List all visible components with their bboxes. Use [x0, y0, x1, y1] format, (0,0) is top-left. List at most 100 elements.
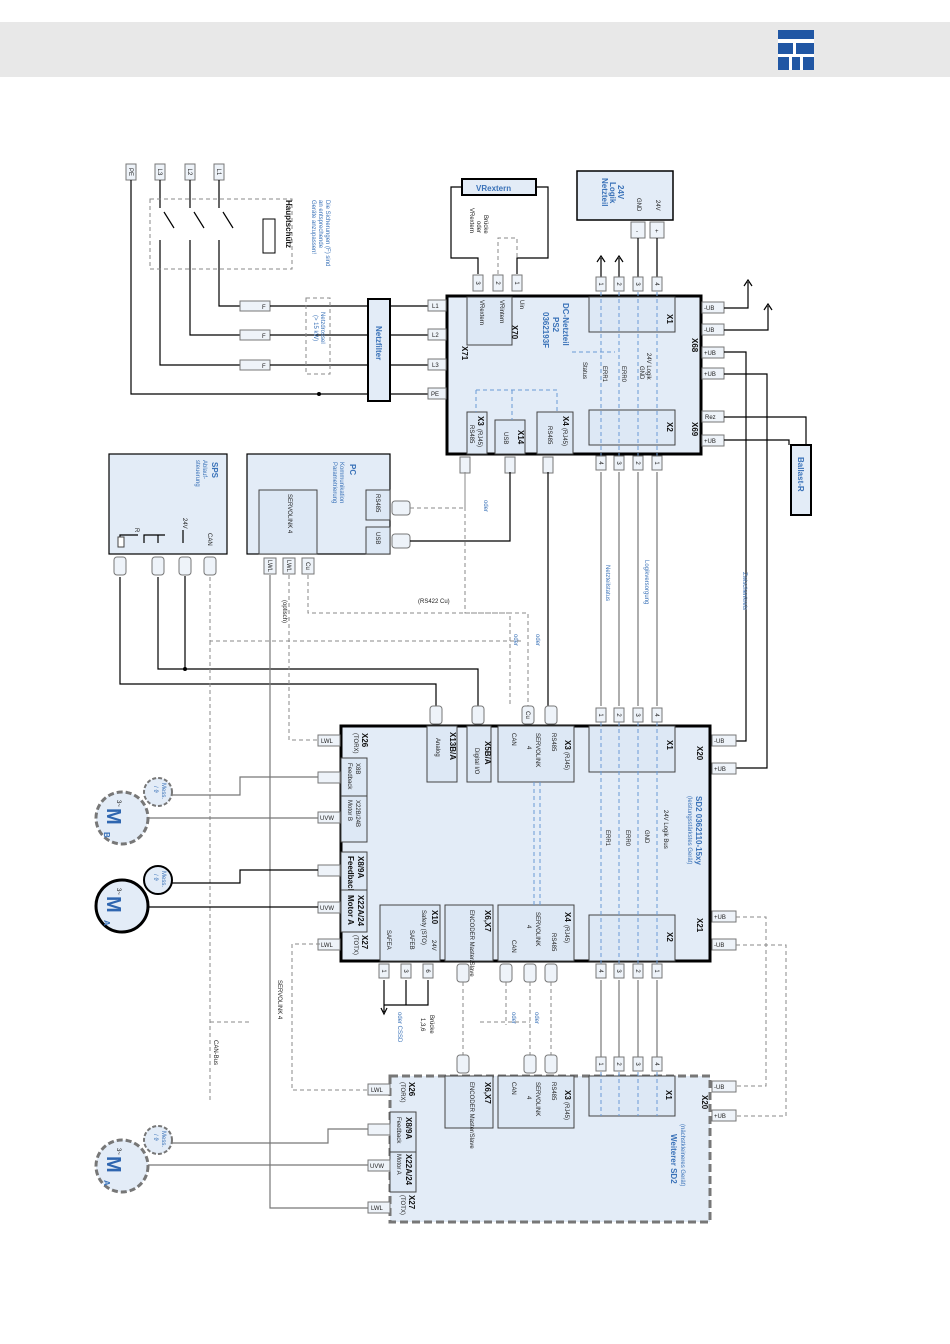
svg-text:LWL: LWL: [321, 739, 334, 745]
line-choke: [305, 297, 331, 375]
svg-text:(RJ45): (RJ45): [476, 429, 482, 447]
svg-text:3: 3: [634, 282, 640, 286]
svg-text:Zwischenkreis: Zwischenkreis: [741, 572, 747, 610]
svg-text:24V: 24V: [654, 200, 660, 211]
plc-title: SPS: [210, 462, 219, 479]
svg-text:VRintern: VRintern: [498, 300, 504, 323]
svg-text:6: 6: [424, 969, 430, 973]
svg-text:1,3,6: 1,3,6: [419, 1018, 425, 1032]
svg-text:L2: L2: [432, 333, 439, 339]
svg-text:CAN-Bus: CAN-Bus: [212, 1040, 218, 1065]
sd2b-title: Weiterer SD2: [669, 1134, 678, 1184]
svg-text:CAN: CAN: [206, 533, 212, 546]
sd2-second-block: Weiterer SD2 (nächstkleineres Gerät) X20…: [367, 1054, 737, 1224]
svg-text:2: 2: [634, 969, 640, 973]
svg-text:LWL: LWL: [371, 1088, 384, 1094]
svg-text:X8B: X8B: [354, 763, 360, 774]
svg-text:2: 2: [494, 281, 500, 285]
svg-text:SERVOLINK: SERVOLINK: [534, 733, 540, 767]
svg-text:UVW: UVW: [320, 816, 334, 822]
svg-text:CAN: CAN: [510, 1082, 516, 1095]
motor-a2-symbol: M: [102, 1156, 124, 1173]
svg-text:GND: GND: [638, 366, 644, 380]
motor-b-symbol: M: [102, 808, 124, 825]
svg-text:F: F: [262, 334, 266, 340]
svg-text:ERR1: ERR1: [601, 366, 607, 383]
svg-text:+UB: +UB: [714, 1114, 726, 1120]
line-filter-label: Netzfilter: [374, 326, 383, 360]
sd2-title: SD2 0362110-15xy: [694, 796, 703, 866]
svg-text:F: F: [262, 364, 266, 370]
pc-title: PC: [348, 464, 357, 475]
contactor-label: Hauptschütz: [284, 200, 293, 248]
svg-text:F: F: [262, 305, 266, 311]
svg-text:UVW: UVW: [370, 1164, 384, 1170]
manufacturer-logo-icon: [778, 30, 814, 70]
svg-text:Mess.: Mess.: [160, 871, 166, 887]
svg-text:(> 15 kW): (> 15 kW): [312, 315, 318, 341]
svg-text:24V Logik Bus: 24V Logik Bus: [662, 810, 668, 849]
svg-text:oder: oder: [475, 221, 481, 233]
svg-text:X1: X1: [665, 314, 674, 324]
svg-text:3~: 3~: [115, 800, 121, 807]
svg-text:Cu: Cu: [304, 562, 310, 570]
svg-text:SAFEA: SAFEA: [385, 930, 391, 950]
svg-text:Uin: Uin: [518, 300, 524, 309]
mains-section: PE L3 L2 L1 Hauptschütz Die Sicherungen …: [125, 163, 430, 402]
svg-text:X3: X3: [563, 1090, 572, 1100]
svg-text:X6,X7: X6,X7: [483, 1082, 492, 1104]
svg-text:-: -: [636, 229, 638, 235]
svg-text:ENCODER Master/Slave: ENCODER Master/Slave: [468, 1082, 474, 1149]
ballast-label: Ballast-R: [796, 457, 805, 492]
svg-text:Geräte anzupassen!: Geräte anzupassen!: [310, 200, 316, 254]
motor-a-second: 3~ M A Mess. / ϑ: [94, 1125, 368, 1194]
svg-text:Brücke: Brücke: [428, 1015, 434, 1034]
svg-text:RS485: RS485: [550, 933, 556, 952]
svg-text:Motor A: Motor A: [346, 895, 355, 925]
svg-text:Brücke: Brücke: [482, 215, 488, 234]
svg-text:/ ϑ: / ϑ: [152, 1134, 158, 1141]
svg-text:GND: GND: [635, 198, 641, 212]
sd2-chain-lines: oder oder: [210, 916, 787, 1117]
svg-text:/ ϑ: / ϑ: [152, 874, 158, 881]
svg-text:ENCODER Master/Slave: ENCODER Master/Slave: [468, 910, 474, 977]
svg-text:X8/9A: X8/9A: [404, 1117, 413, 1139]
svg-text:SERVOLINK 4: SERVOLINK 4: [276, 980, 282, 1020]
svg-text:X26: X26: [360, 733, 369, 748]
svg-text:X69: X69: [690, 422, 699, 437]
svg-text:X70: X70: [510, 325, 519, 340]
motor-b: 3~ M B Mess. / ϑ: [94, 776, 318, 846]
svg-text:X20: X20: [700, 1095, 709, 1110]
svg-text:(RJ45): (RJ45): [563, 752, 569, 770]
svg-text:Motor A: Motor A: [395, 1154, 401, 1175]
svg-text:3: 3: [402, 969, 408, 973]
svg-text:24V: 24V: [616, 185, 625, 200]
svg-text:oder: oder: [534, 634, 540, 646]
svg-text:3: 3: [615, 969, 621, 973]
svg-text:Rez: Rez: [705, 415, 716, 421]
svg-text:X4: X4: [561, 416, 570, 426]
interconnect-lines: (RS422 Cu) oder oder (optisch) Netzteils…: [209, 472, 658, 1209]
svg-text:(RJ45): (RJ45): [563, 925, 569, 943]
svg-text:X1: X1: [665, 740, 674, 750]
svg-text:Feedback: Feedback: [395, 1117, 401, 1144]
dc-link-wiring: Ballast-R Zwischenkreis: [724, 278, 812, 769]
svg-text:ERR0: ERR0: [620, 366, 626, 383]
svg-text:4: 4: [597, 969, 603, 973]
svg-text:4: 4: [525, 925, 531, 929]
svg-text:3: 3: [615, 461, 621, 465]
svg-text:+UB: +UB: [714, 915, 726, 921]
svg-text:VRextern: VRextern: [468, 208, 474, 233]
svg-text:(RS422 Cu): (RS422 Cu): [418, 599, 450, 605]
svg-text:4: 4: [525, 746, 531, 750]
svg-text:X2: X2: [665, 422, 674, 432]
svg-text:LWL: LWL: [266, 560, 272, 573]
svg-text:VRextern: VRextern: [478, 300, 484, 325]
svg-text:Cu: Cu: [524, 711, 530, 719]
svg-text:Safety (STO): Safety (STO): [420, 910, 426, 945]
svg-text:2: 2: [615, 282, 621, 286]
svg-text:X5B/A: X5B/A: [483, 741, 492, 765]
svg-text:1: 1: [597, 713, 603, 717]
svg-text:steuerung: steuerung: [194, 460, 200, 487]
svg-text:Ablauf-: Ablauf-: [201, 460, 207, 479]
